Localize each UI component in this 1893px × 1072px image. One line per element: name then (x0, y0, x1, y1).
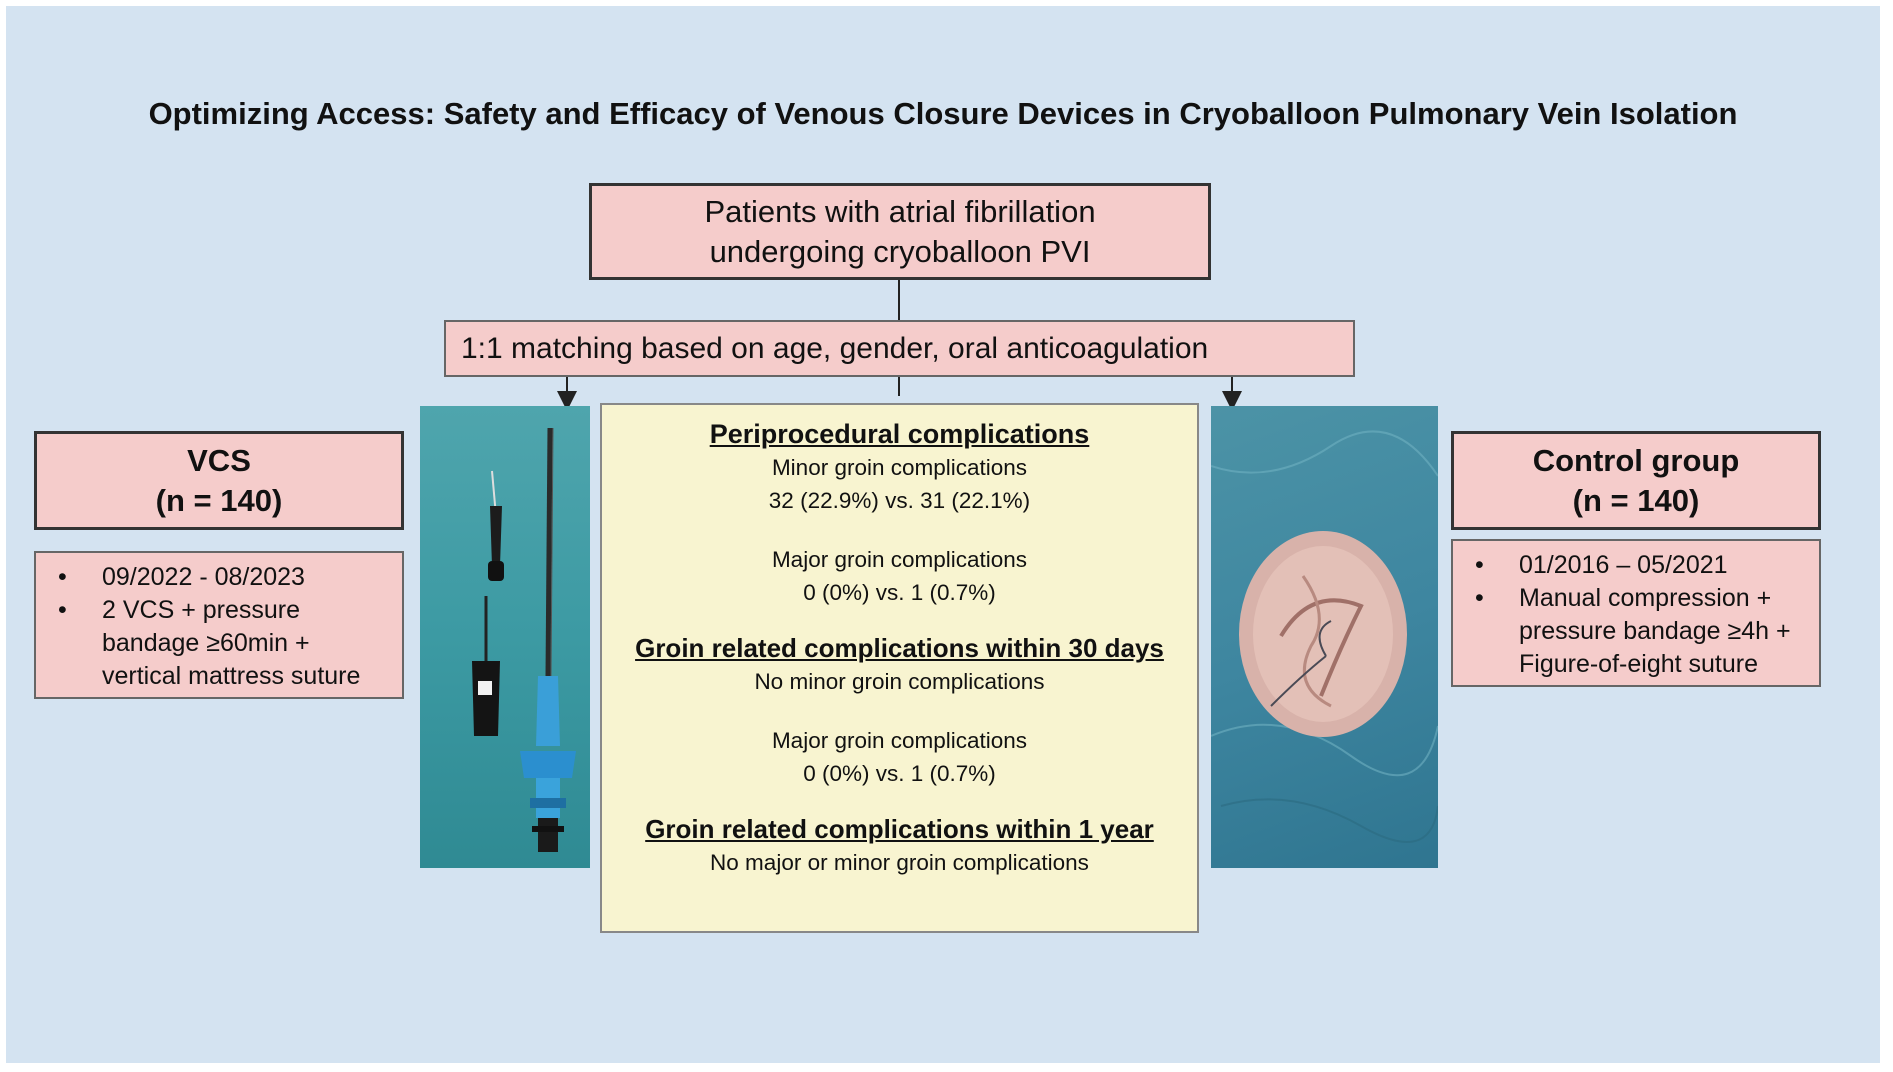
periprocedural-major-value: 0 (0%) vs. 1 (0.7%) (803, 580, 996, 605)
control-bullet-list: 01/2016 – 05/2021 Manual compression + p… (1463, 549, 1809, 681)
vcs-bullet-list: 09/2022 - 08/2023 2 VCS + pressure banda… (46, 561, 392, 693)
groin-suture-photo (1211, 406, 1438, 868)
control-group-box: Control group (n = 140) (1451, 431, 1821, 530)
vcs-details-box: 09/2022 - 08/2023 2 VCS + pressure banda… (34, 551, 404, 699)
periprocedural-major-label: Major groin complications (771, 547, 1028, 572)
vcs-bullet-method: 2 VCS + pressure bandage ≥60min + vertic… (46, 594, 392, 693)
30-days-minor-text: No minor groin complications (754, 669, 1045, 694)
patients-line1: Patients with atrial fibrillation (704, 193, 1096, 229)
control-group-n: (n = 140) (1572, 482, 1700, 518)
matching-box: 1:1 matching based on age, gender, oral … (444, 320, 1355, 377)
control-bullet-method: Manual compression + pressure bandage ≥4… (1463, 582, 1809, 681)
30-days-major-value: 0 (0%) vs. 1 (0.7%) (803, 761, 996, 786)
1-year-text: No major or minor groin complications (710, 850, 1089, 875)
vcs-bullet-period: 09/2022 - 08/2023 (46, 561, 392, 594)
vcs-group-name: VCS (187, 442, 251, 478)
control-details-box: 01/2016 – 05/2021 Manual compression + p… (1451, 539, 1821, 687)
page-title: Optimizing Access: Safety and Efficacy o… (148, 96, 1738, 131)
vcs-group-n: (n = 140) (155, 482, 283, 518)
closure-device-photo (420, 406, 590, 868)
graphical-abstract: Optimizing Access: Safety and Efficacy o… (6, 6, 1880, 1063)
control-group-name: Control group (1532, 442, 1740, 478)
patients-line2: undergoing cryoballoon PVI (709, 233, 1091, 269)
patients-box: Patients with atrial fibrillation underg… (589, 183, 1211, 280)
1-year-heading: Groin related complications within 1 yea… (645, 814, 1154, 844)
results-box: Periprocedural complications Minor groin… (600, 403, 1199, 933)
periprocedural-minor-value: 32 (22.9%) vs. 31 (22.1%) (768, 488, 1031, 513)
30-days-major-label: Major groin complications (771, 728, 1028, 753)
vcs-group-box: VCS (n = 140) (34, 431, 404, 530)
periprocedural-heading: Periprocedural complications (709, 419, 1090, 449)
control-bullet-period: 01/2016 – 05/2021 (1463, 549, 1809, 582)
30-days-heading: Groin related complications within 30 da… (635, 633, 1164, 663)
periprocedural-minor-label: Minor groin complications (771, 455, 1028, 480)
closure-device-illustration (472, 427, 576, 852)
groin-suture-illustration (1211, 430, 1438, 843)
